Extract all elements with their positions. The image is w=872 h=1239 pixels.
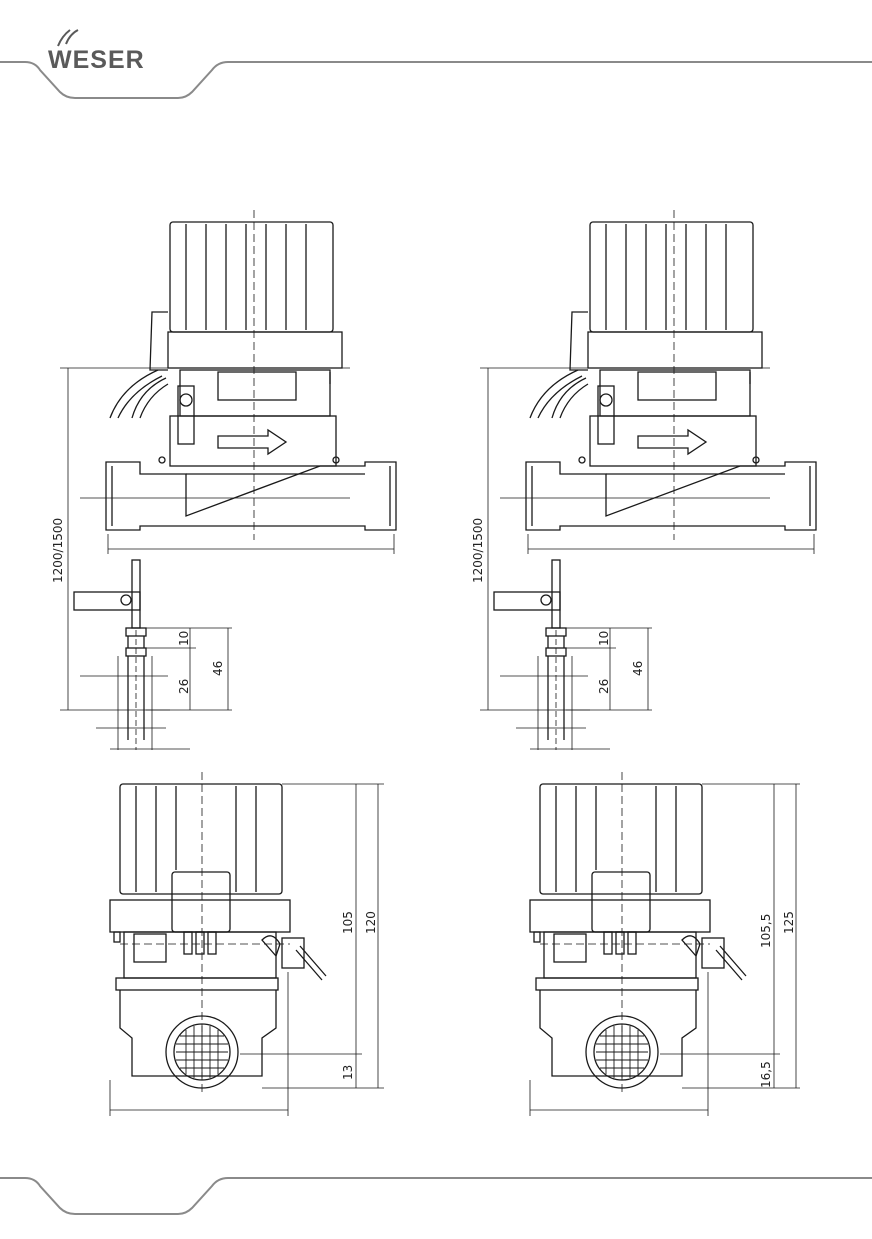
right-dim-b-label: 26 xyxy=(597,679,611,694)
right-front-height-outer: 125 xyxy=(782,911,796,934)
right-front-base: 16,5 xyxy=(759,1061,773,1088)
front-view-left xyxy=(109,772,384,1116)
left-front-base: 13 xyxy=(341,1065,355,1080)
left-length-label: 1200/1500 xyxy=(51,518,65,583)
left-front-height-outer: 120 xyxy=(364,911,378,934)
brand-mark-icon xyxy=(57,29,79,47)
footer-frame xyxy=(0,1177,872,1215)
left-dim-a-label: 10 xyxy=(177,631,191,646)
right-dim-a-label: 10 xyxy=(597,631,611,646)
right-dim-c-label: 46 xyxy=(631,661,645,676)
front-view-right xyxy=(529,772,800,1116)
left-dim-c-label: 46 xyxy=(211,661,225,676)
right-front-height-inner: 105,5 xyxy=(759,914,773,948)
right-length-label: 1200/1500 xyxy=(471,518,485,583)
side-view-left xyxy=(60,210,397,750)
logo-text: WESER xyxy=(48,46,145,74)
left-dim-b-label: 26 xyxy=(177,679,191,694)
side-view-right xyxy=(480,210,817,750)
left-front-height-inner: 105 xyxy=(341,911,355,934)
header-frame xyxy=(0,61,872,99)
